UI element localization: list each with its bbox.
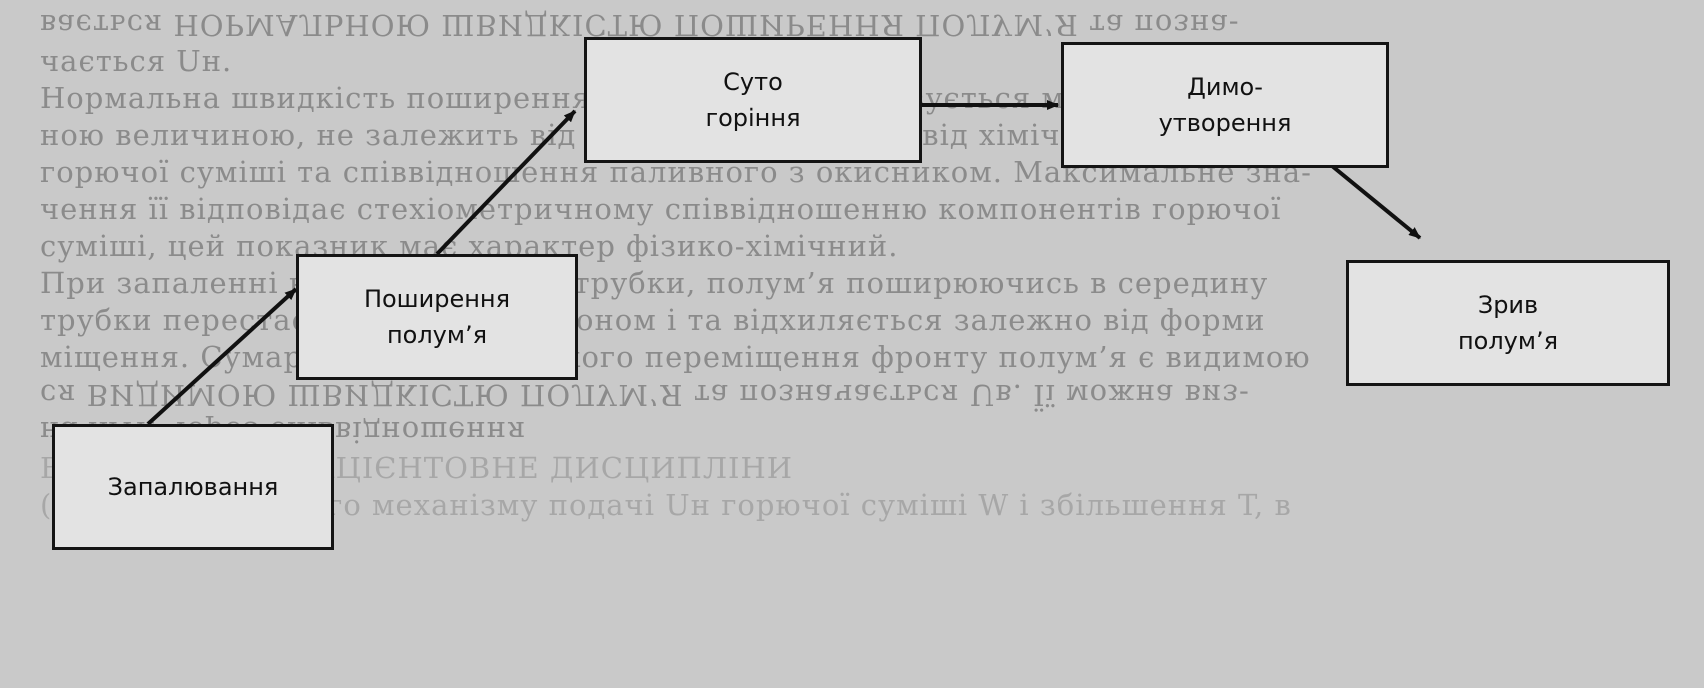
node-ignition-label: Запалювання: [107, 473, 279, 501]
node-flame-spread: Поширення полум’я: [296, 254, 578, 380]
arrow-spread-to-burning: [435, 109, 577, 256]
node-smoke-formation: Димо- утворення: [1061, 42, 1389, 168]
arrow-ignition-to-spread: [146, 287, 298, 426]
node-pure-burning-label: Суто горіння: [705, 68, 801, 132]
background-text-line: чається Uн.: [40, 44, 233, 78]
node-flame-spread-label: Поширення полум’я: [363, 285, 511, 349]
node-smoke-formation-label: Димо- утворення: [1158, 73, 1292, 137]
background-text-line: трубки перестає рухатися за законом і та…: [40, 303, 1266, 337]
node-ignition: Запалювання: [52, 424, 334, 550]
node-flame-blowoff: Зрив полум’я: [1346, 260, 1670, 386]
background-text-line: чення її відповідає стехіометричному спі…: [40, 192, 1282, 226]
node-pure-burning: Суто горіння: [584, 37, 922, 163]
node-flame-blowoff-label: Зрив полум’я: [1457, 291, 1559, 355]
